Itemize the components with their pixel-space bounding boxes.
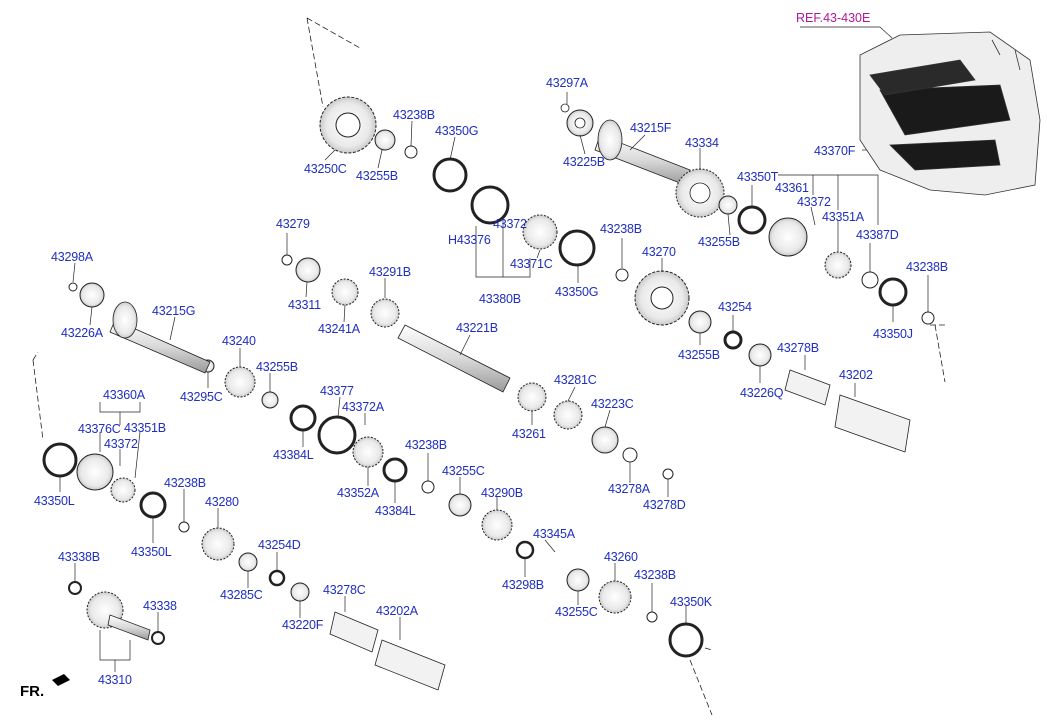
part-label-43238b-5[interactable]: 43238B xyxy=(164,476,206,490)
transmission-case xyxy=(859,31,1041,196)
part-label-43310[interactable]: 43310 xyxy=(98,673,132,687)
upper-shaft-group xyxy=(560,103,725,218)
part-label-43387d[interactable]: 43387D xyxy=(856,228,899,242)
part-label-43376c[interactable]: 43376C xyxy=(78,422,121,436)
part-label-43226a[interactable]: 43226A xyxy=(61,326,103,340)
part-label-43350l-2[interactable]: 43350L xyxy=(131,545,172,559)
part-label-43255b-4[interactable]: 43255B xyxy=(256,360,298,374)
part-label-43351b[interactable]: 43351B xyxy=(124,421,166,435)
part-label-43350g[interactable]: 43350G xyxy=(435,124,479,138)
part-label-43281c[interactable]: 43281C xyxy=(554,373,597,387)
part-label-43350g-2[interactable]: 43350G xyxy=(555,285,599,299)
part-label-43240[interactable]: 43240 xyxy=(222,334,256,348)
part-label-43254d[interactable]: 43254D xyxy=(258,538,301,552)
part-label-43297a[interactable]: 43297A xyxy=(546,76,588,90)
part-label-43202a[interactable]: 43202A xyxy=(376,604,418,618)
part-label-43278d[interactable]: 43278D xyxy=(643,498,686,512)
part-label-43220f[interactable]: 43220F xyxy=(282,618,324,632)
part-label-43278b[interactable]: 43278B xyxy=(777,341,819,355)
part-label-43351a[interactable]: 43351A xyxy=(822,210,864,224)
part-label-43238b-6[interactable]: 43238B xyxy=(634,568,676,582)
shafts xyxy=(107,301,511,641)
part-label-43255b[interactable]: 43255B xyxy=(356,169,398,183)
part-label-43372-mid[interactable]: 43372 xyxy=(493,217,527,231)
part-label-43238b-2[interactable]: 43238B xyxy=(600,222,642,236)
part-label-43215g[interactable]: 43215G xyxy=(152,304,196,318)
front-direction-label: FR. xyxy=(20,683,45,700)
part-label-43290b[interactable]: 43290B xyxy=(481,486,523,500)
part-label-43350j[interactable]: 43350J xyxy=(873,327,913,341)
front-arrow-icon xyxy=(52,674,70,686)
part-label-43285c[interactable]: 43285C xyxy=(220,588,263,602)
part-label-43238b-4[interactable]: 43238B xyxy=(405,438,447,452)
part-label-43298b[interactable]: 43298B xyxy=(502,578,544,592)
part-label-43225b[interactable]: 43225B xyxy=(563,155,605,169)
part-label-43291b[interactable]: 43291B xyxy=(369,265,411,279)
spring-packs xyxy=(329,369,911,691)
part-label-43221b[interactable]: 43221B xyxy=(456,321,498,335)
part-label-43279[interactable]: 43279 xyxy=(276,217,310,231)
part-label-43338b[interactable]: 43338B xyxy=(58,550,100,564)
part-label-43345a[interactable]: 43345A xyxy=(533,527,575,541)
part-label-43280[interactable]: 43280 xyxy=(205,495,239,509)
part-label-43372a[interactable]: 43372A xyxy=(342,400,384,414)
part-label-43372[interactable]: 43372 xyxy=(797,195,831,209)
part-label-43361[interactable]: 43361 xyxy=(775,181,809,195)
part-label-43255c-2[interactable]: 43255C xyxy=(555,605,598,619)
part-label-43350t[interactable]: 43350T xyxy=(737,170,779,184)
part-label-43238b[interactable]: 43238B xyxy=(393,108,435,122)
part-label-43384l[interactable]: 43384L xyxy=(273,448,314,462)
part-label-43255c[interactable]: 43255C xyxy=(442,464,485,478)
part-label-43278a[interactable]: 43278A xyxy=(608,482,650,496)
part-label-43250c[interactable]: 43250C xyxy=(304,162,347,176)
part-label-43255b-3[interactable]: 43255B xyxy=(678,348,720,362)
part-label-43202[interactable]: 43202 xyxy=(839,368,873,382)
part-label-43371c[interactable]: 43371C xyxy=(510,257,553,271)
part-label-43334[interactable]: 43334 xyxy=(685,136,719,150)
part-label-43223c[interactable]: 43223C xyxy=(591,397,634,411)
part-label-43360a[interactable]: 43360A xyxy=(103,388,145,402)
part-label-43298a[interactable]: 43298A xyxy=(51,250,93,264)
part-label-43372-left[interactable]: 43372 xyxy=(104,437,138,451)
part-label-43255b-2[interactable]: 43255B xyxy=(698,235,740,249)
part-label-43226q[interactable]: 43226Q xyxy=(740,386,784,400)
part-label-43352a[interactable]: 43352A xyxy=(337,486,379,500)
part-label-43295c[interactable]: 43295C xyxy=(180,390,223,404)
part-label-43241a[interactable]: 43241A xyxy=(318,322,360,336)
part-label-43254[interactable]: 43254 xyxy=(718,300,752,314)
part-label-h43376[interactable]: H43376 xyxy=(448,233,491,247)
part-label-43270[interactable]: 43270 xyxy=(642,245,676,259)
part-label-43215f[interactable]: 43215F xyxy=(630,121,672,135)
part-label-43278c[interactable]: 43278C xyxy=(323,583,366,597)
part-label-43261[interactable]: 43261 xyxy=(512,427,546,441)
axis-lines xyxy=(32,17,946,716)
part-label-43370f[interactable]: 43370F xyxy=(814,144,856,158)
leader-lines xyxy=(59,26,929,672)
part-label-43238b-3[interactable]: 43238B xyxy=(906,260,948,274)
part-label-43384l-2[interactable]: 43384L xyxy=(375,504,416,518)
part-label-43377[interactable]: 43377 xyxy=(320,384,354,398)
part-label-43311[interactable]: 43311 xyxy=(288,298,321,312)
part-label-43380b[interactable]: 43380B xyxy=(479,292,521,306)
part-label-43350l[interactable]: 43350L xyxy=(34,494,75,508)
part-label-43350k[interactable]: 43350K xyxy=(670,595,712,609)
reference-link[interactable]: REF.43-430E xyxy=(796,11,871,25)
part-label-43260[interactable]: 43260 xyxy=(604,550,638,564)
part-label-43338[interactable]: 43338 xyxy=(143,599,177,613)
